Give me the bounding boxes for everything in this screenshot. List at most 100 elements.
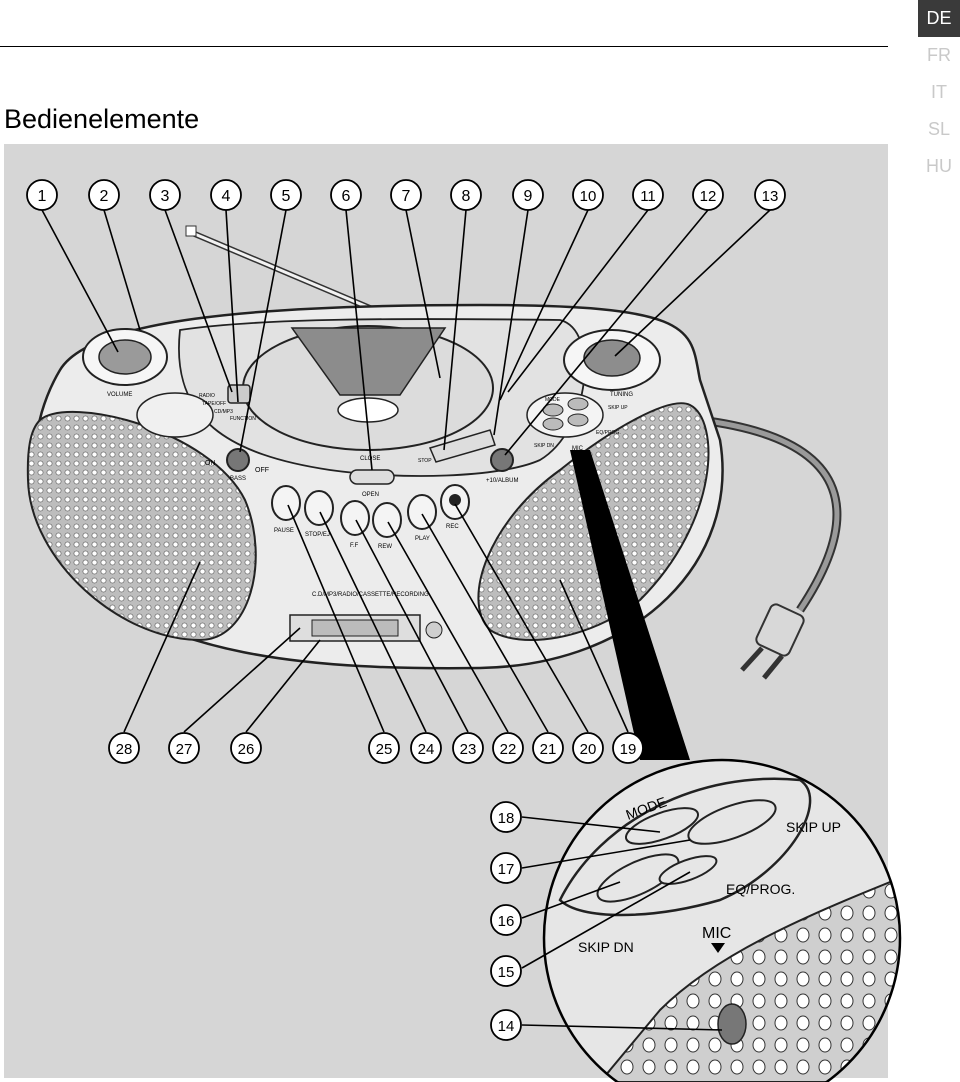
callout-11: 11 xyxy=(632,179,664,211)
callout-10: 10 xyxy=(572,179,604,211)
svg-text:EQ/PROG.: EQ/PROG. xyxy=(726,881,795,897)
svg-text:26: 26 xyxy=(238,741,255,758)
svg-text:3: 3 xyxy=(161,188,170,205)
svg-text:9: 9 xyxy=(524,188,533,205)
callout-7: 7 xyxy=(390,179,422,211)
callout-6: 6 xyxy=(330,179,362,211)
svg-text:REW: REW xyxy=(378,544,392,550)
svg-text:22: 22 xyxy=(500,741,517,758)
callout-13: 13 xyxy=(754,179,786,211)
svg-text:25: 25 xyxy=(376,741,393,758)
callout-22: 22 xyxy=(492,732,524,764)
callout-8: 8 xyxy=(450,179,482,211)
callout-26: 26 xyxy=(230,732,262,764)
callouts-bottom: 28 27 26 25 24 23 22 21 20 19 xyxy=(108,732,644,764)
language-tabs: DE FR IT SL HU xyxy=(918,0,960,185)
lang-tab-sl[interactable]: SL xyxy=(927,119,951,139)
svg-text:6: 6 xyxy=(342,188,351,205)
callout-17: 17 xyxy=(490,852,522,884)
cassette-buttons xyxy=(271,484,470,538)
page-title: Bedienelemente xyxy=(4,104,200,134)
svg-text:14: 14 xyxy=(498,1018,515,1035)
svg-text:23: 23 xyxy=(460,741,477,758)
svg-text:28: 28 xyxy=(116,741,133,758)
header-rule xyxy=(0,46,888,47)
svg-text:SKIP UP: SKIP UP xyxy=(608,405,628,411)
svg-text:15: 15 xyxy=(498,964,515,981)
svg-text:SKIP DN: SKIP DN xyxy=(534,443,554,449)
zoom-beam xyxy=(570,450,690,760)
svg-text:13: 13 xyxy=(762,188,779,205)
svg-text:SKIP DN: SKIP DN xyxy=(578,939,634,955)
svg-text:16: 16 xyxy=(498,913,515,930)
callout-9: 9 xyxy=(512,179,544,211)
svg-text:VOLUME: VOLUME xyxy=(107,392,132,398)
svg-text:21: 21 xyxy=(540,741,557,758)
svg-text:11: 11 xyxy=(640,188,656,205)
svg-text:17: 17 xyxy=(498,861,515,878)
svg-text:2: 2 xyxy=(100,188,109,205)
lang-tab-hu[interactable]: HU xyxy=(926,156,952,176)
svg-text:STOP: STOP xyxy=(418,458,432,464)
callout-19: 19 xyxy=(612,732,644,764)
svg-text:MODE: MODE xyxy=(545,397,561,403)
svg-text:OPEN: OPEN xyxy=(362,492,379,498)
callout-28: 28 xyxy=(108,732,140,764)
device-labels: VOLUME RADIO TAPE/OFF CD/MP3 FUNCTION ON… xyxy=(107,392,633,598)
svg-text:10: 10 xyxy=(580,188,597,205)
svg-text:STOP/EJ: STOP/EJ xyxy=(305,532,330,538)
callout-21: 21 xyxy=(532,732,564,764)
svg-text:SKIP UP: SKIP UP xyxy=(786,819,841,835)
svg-text:PAUSE: PAUSE xyxy=(274,528,294,534)
svg-text:REC: REC xyxy=(446,524,459,530)
svg-text:C.D/MP3/RADIO/CASSETTE/RECORDI: C.D/MP3/RADIO/CASSETTE/RECORDING xyxy=(312,592,429,598)
svg-text:1: 1 xyxy=(38,188,47,205)
svg-text:FUNCTION: FUNCTION xyxy=(230,416,256,422)
callout-2: 2 xyxy=(88,179,120,211)
svg-text:24: 24 xyxy=(418,741,435,758)
power-cord xyxy=(699,415,842,680)
svg-text:MIC: MIC xyxy=(702,925,731,942)
lang-tab-fr[interactable]: FR xyxy=(927,45,951,65)
callout-23: 23 xyxy=(452,732,484,764)
lang-tab-de[interactable]: DE xyxy=(918,0,960,37)
svg-text:TUNING: TUNING xyxy=(610,392,633,398)
svg-text:4: 4 xyxy=(222,188,231,205)
svg-text:RADIO: RADIO xyxy=(199,393,215,399)
svg-text:+10/ALBUM: +10/ALBUM xyxy=(486,478,519,484)
lang-tab-it[interactable]: IT xyxy=(931,82,947,102)
svg-text:19: 19 xyxy=(620,741,637,758)
callout-14: 14 xyxy=(490,1009,522,1041)
svg-text:12: 12 xyxy=(700,188,717,205)
svg-text:5: 5 xyxy=(282,188,291,205)
svg-text:7: 7 xyxy=(402,188,411,205)
callout-25: 25 xyxy=(368,732,400,764)
svg-text:20: 20 xyxy=(580,741,597,758)
callout-15: 15 xyxy=(490,955,522,987)
callout-4: 4 xyxy=(210,179,242,211)
callout-leaders xyxy=(41,209,771,1031)
callouts-top: 1 2 3 4 5 6 7 8 9 10 11 12 13 xyxy=(26,179,786,211)
svg-text:OFF: OFF xyxy=(255,467,269,474)
svg-text:ON: ON xyxy=(205,460,216,467)
svg-text:CD/MP3: CD/MP3 xyxy=(214,409,233,415)
svg-text:PLAY: PLAY xyxy=(415,536,430,542)
svg-text:EQ/PROG.: EQ/PROG. xyxy=(596,430,621,436)
callout-24: 24 xyxy=(410,732,442,764)
callout-1: 1 xyxy=(26,179,58,211)
svg-text:BASS: BASS xyxy=(230,476,246,482)
callout-18: 18 xyxy=(490,801,522,833)
callout-3: 3 xyxy=(149,179,181,211)
callout-12: 12 xyxy=(692,179,724,211)
boombox-body xyxy=(26,303,724,670)
svg-text:18: 18 xyxy=(498,810,515,827)
callouts-zoom: 18 17 16 15 14 xyxy=(490,801,522,1041)
callout-5: 5 xyxy=(270,179,302,211)
callout-16: 16 xyxy=(490,904,522,936)
svg-text:MIC: MIC xyxy=(572,446,584,452)
callout-20: 20 xyxy=(572,732,604,764)
svg-text:TAPE/OFF: TAPE/OFF xyxy=(202,401,226,407)
svg-text:27: 27 xyxy=(176,741,193,758)
svg-text:F.F: F.F xyxy=(350,543,359,549)
